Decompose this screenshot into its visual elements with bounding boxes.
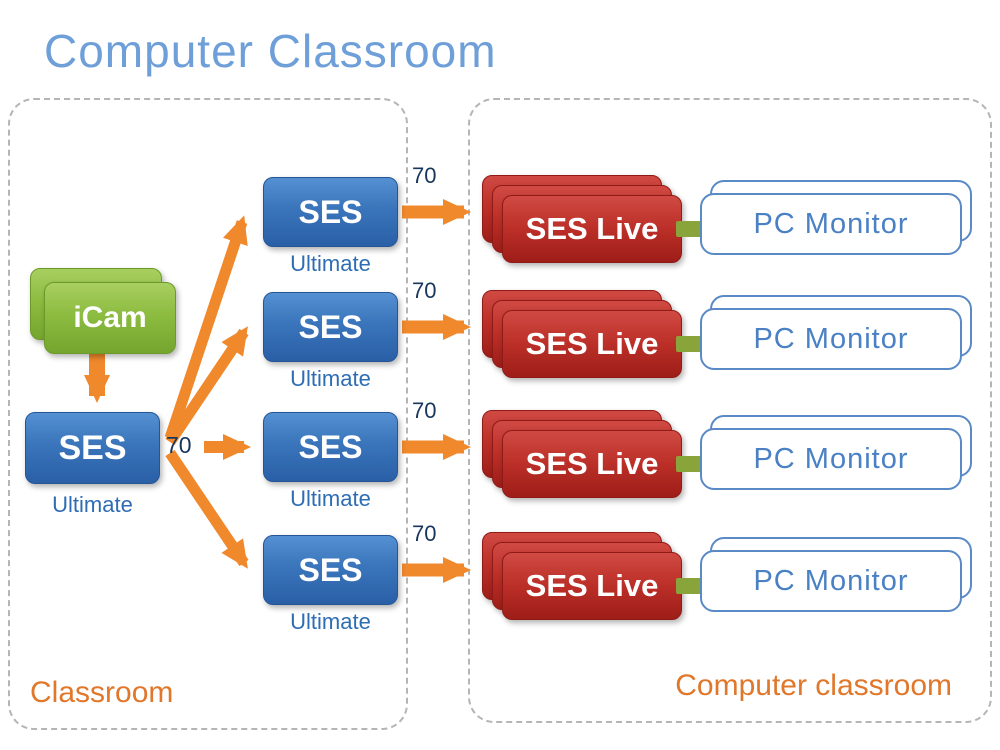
computer-classroom-zone-label: Computer classroom [675, 669, 952, 702]
pc-monitor-node-row4: PC Monitor [700, 537, 972, 615]
live-monitor-connector-row4 [676, 578, 706, 594]
pc-monitor-node-row2: PC Monitor [700, 295, 972, 373]
arrow-count-label-row2: 70 [412, 278, 437, 303]
diagram-title: Computer Classroom [44, 25, 497, 77]
monitor-stack-front: PC Monitor [700, 428, 962, 490]
pc-monitor-label: PC Monitor [753, 207, 909, 240]
ses-live-node-row2: SES Live [482, 290, 682, 378]
ses-live-node-row1: SES Live [482, 175, 682, 263]
ses-sublabel-row4: Ultimate [290, 609, 371, 634]
classroom-zone: Classroom [8, 98, 408, 730]
ses-live-stack-front: SES Live [502, 310, 682, 378]
pc-monitor-label: PC Monitor [753, 322, 909, 355]
pc-monitor-node-row1: PC Monitor [700, 180, 972, 258]
live-monitor-connector-row1 [676, 221, 706, 237]
icam-node: iCam [30, 268, 176, 354]
ses-label: SES [298, 308, 363, 345]
icam-label: iCam [73, 301, 147, 334]
ses-node-row4: SES [263, 535, 398, 605]
ses-live-label: SES Live [525, 446, 659, 481]
pc-monitor-label: PC Monitor [753, 442, 909, 475]
ses-live-node-row4: SES Live [482, 532, 682, 620]
ses-main-sublabel: Ultimate [52, 492, 133, 517]
arrow-count-label-row4: 70 [412, 521, 437, 546]
ses-sublabel-row3: Ultimate [290, 486, 371, 511]
ses-node-row1: SES [263, 177, 398, 247]
live-monitor-connector-row3 [676, 456, 706, 472]
ses-node-row2: SES [263, 292, 398, 362]
pc-monitor-node-row3: PC Monitor [700, 415, 972, 493]
icam-stack-front: iCam [44, 282, 176, 354]
pc-monitor-label: PC Monitor [753, 564, 909, 597]
ses-live-stack-front: SES Live [502, 552, 682, 620]
live-monitor-connector-row2 [676, 336, 706, 352]
monitor-stack-front: PC Monitor [700, 308, 962, 370]
arrow-count-label-row3: 70 [412, 398, 437, 423]
ses-label: SES [298, 428, 363, 465]
computer-classroom-zone: Computer classroom [468, 98, 992, 723]
ses-live-label: SES Live [525, 326, 659, 361]
classroom-zone-label: Classroom [30, 676, 174, 709]
ses-live-label: SES Live [525, 211, 659, 246]
ses-live-stack-front: SES Live [502, 195, 682, 263]
fan-count-label: 70 [166, 432, 192, 458]
monitor-stack-front: PC Monitor [700, 193, 962, 255]
ses-main-label: SES [58, 428, 127, 467]
monitor-stack-front: PC Monitor [700, 550, 962, 612]
ses-sublabel-row2: Ultimate [290, 366, 371, 391]
ses-label: SES [298, 193, 363, 230]
ses-label: SES [298, 551, 363, 588]
ses-node-row3: SES [263, 412, 398, 482]
ses-live-stack-front: SES Live [502, 430, 682, 498]
ses-main-node: SES [25, 412, 160, 484]
ses-live-node-row3: SES Live [482, 410, 682, 498]
ses-sublabel-row1: Ultimate [290, 251, 371, 276]
arrow-count-label-row1: 70 [412, 163, 437, 188]
ses-live-label: SES Live [525, 568, 659, 603]
